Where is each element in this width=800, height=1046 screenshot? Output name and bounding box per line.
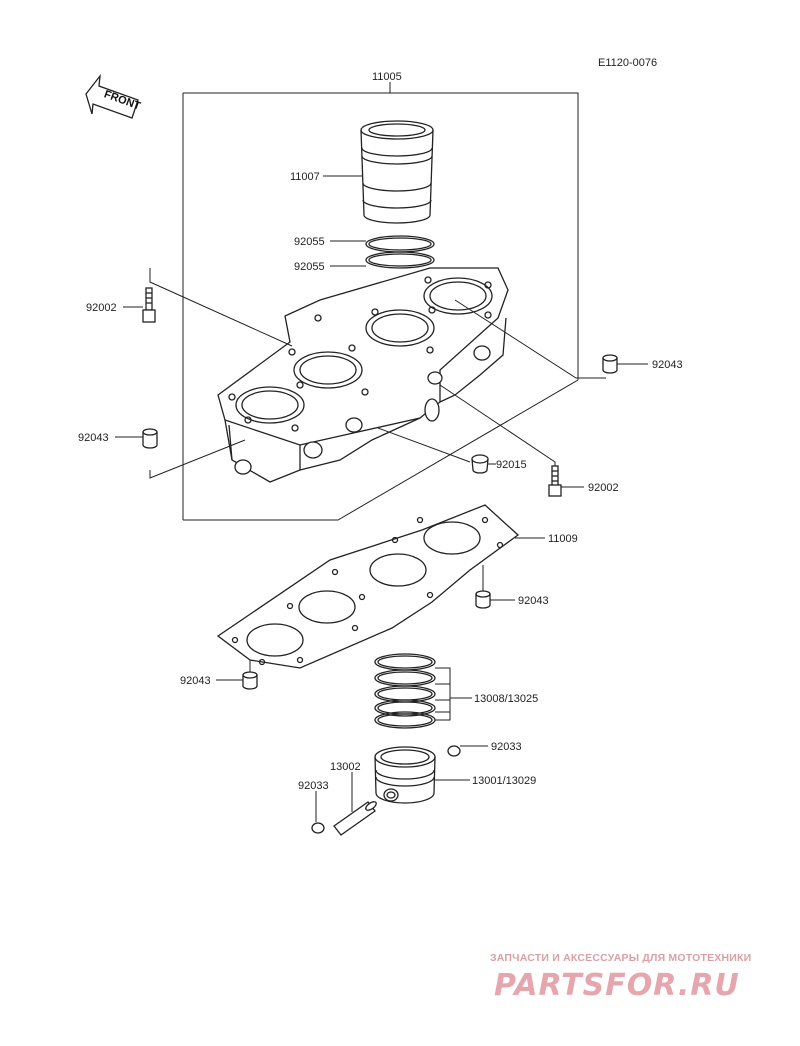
piston-part (374, 746, 436, 804)
watermark-subtitle: ЗАПЧАСТИ И АКСЕССУАРЫ ДЛЯ МОТОТЕХНИКИ (490, 952, 751, 964)
piston-pin-part (333, 801, 377, 836)
callout-92055-lower: 92055 (294, 261, 325, 273)
callout-92015: 92015 (496, 459, 527, 471)
base-gasket-part (216, 504, 520, 669)
plug-part (471, 454, 489, 474)
callout-92043-right: 92043 (652, 359, 683, 371)
watermark-brand: PARTSFOR.RU (494, 968, 740, 1003)
front-arrow-icon: FRONT (85, 73, 142, 119)
callout-11009: 11009 (548, 533, 578, 545)
bolt-part-right (548, 465, 562, 497)
dowel-pin-part-left (142, 428, 158, 449)
piston-ring-set-part (374, 653, 436, 729)
callout-92055-upper: 92055 (294, 236, 325, 248)
cylinder-block-part (217, 267, 509, 483)
bolt-part-left (142, 287, 156, 323)
dowel-pin-part-gasket-right (475, 590, 491, 609)
callout-13002: 13002 (330, 761, 361, 773)
o-ring-part (365, 235, 435, 269)
callout-92043-gasket-left: 92043 (180, 675, 211, 687)
diagram-code: E1120-0076 (598, 57, 657, 69)
site-watermark-logo: ЗАПЧАСТИ И АКСЕССУАРЫ ДЛЯ МОТОТЕХНИКИ PA… (490, 952, 751, 1003)
callout-13008-13025: 13008/13025 (474, 693, 538, 705)
dowel-pin-part-gasket-left (242, 671, 258, 690)
dowel-pin-part-right (602, 354, 618, 374)
callout-92043-left: 92043 (78, 432, 109, 444)
callout-92033-left: 92033 (298, 780, 329, 792)
callout-92033-right: 92033 (491, 741, 522, 753)
callout-92002-right: 92002 (588, 482, 619, 494)
callout-11007: 11007 (290, 171, 320, 183)
assembly-bracket-11005 (182, 82, 579, 521)
callout-92002-left: 92002 (86, 302, 117, 314)
ring-leader-bracket (435, 667, 472, 721)
callout-13001-13029: 13001/13029 (472, 775, 536, 787)
circlip-part-left (311, 822, 325, 834)
callout-92043-gasket-right: 92043 (518, 595, 549, 607)
cylinder-sleeve-part (360, 120, 434, 224)
callout-11005: 11005 (372, 71, 402, 83)
circlip-part-right (447, 745, 461, 757)
